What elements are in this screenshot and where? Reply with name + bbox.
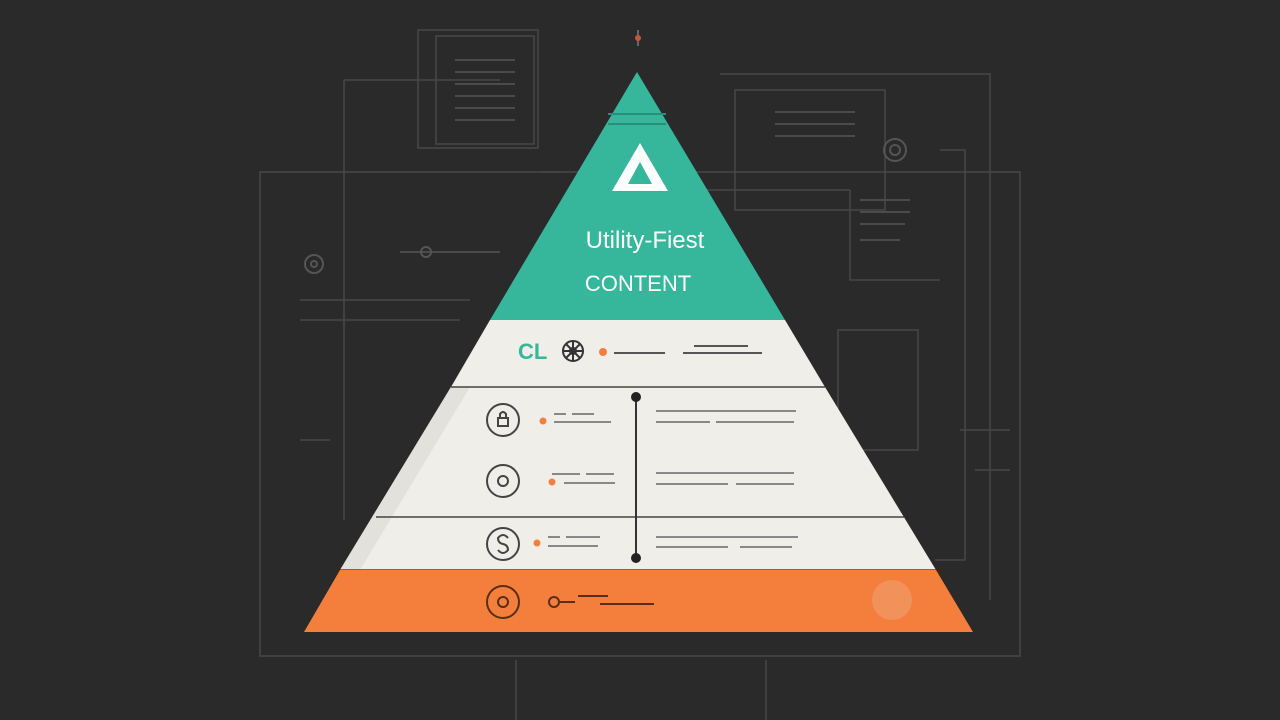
bg-target-icon-right [883,138,907,162]
base-circle-icon [486,585,520,619]
diagram-subtitle: CONTENT [585,271,691,296]
band-label: CL [518,339,547,364]
diagram-title: Utility-Fiest [586,227,705,254]
pyramid-apex-section [490,72,785,320]
row-placeholder-lines [548,536,798,548]
pyramid-base-section [304,570,973,632]
flower-icon [562,340,584,362]
accent-dot [599,348,607,356]
accent-dot [548,478,556,486]
background-circles [304,138,907,274]
vertical-connector [631,392,641,563]
band-placeholder-lines [614,345,762,354]
row-placeholder-lines [554,410,796,423]
s-icon [486,527,520,561]
base-placeholder-lines [548,595,654,608]
bg-target-icon-left [304,254,324,274]
row-placeholder-lines [552,472,794,485]
pin-marker [635,30,641,46]
accent-dot [533,539,541,547]
background-wireframe [259,29,1021,720]
triangle-icon [612,143,668,191]
pyramid-body [340,387,936,570]
pyramid-body-shade [340,387,470,570]
background-text-lines [400,59,910,253]
apex-divider [608,113,666,125]
accent-dot [539,417,547,425]
circle-icon [486,464,520,498]
base-highlight-dot [872,580,912,620]
lock-icon [486,403,520,437]
